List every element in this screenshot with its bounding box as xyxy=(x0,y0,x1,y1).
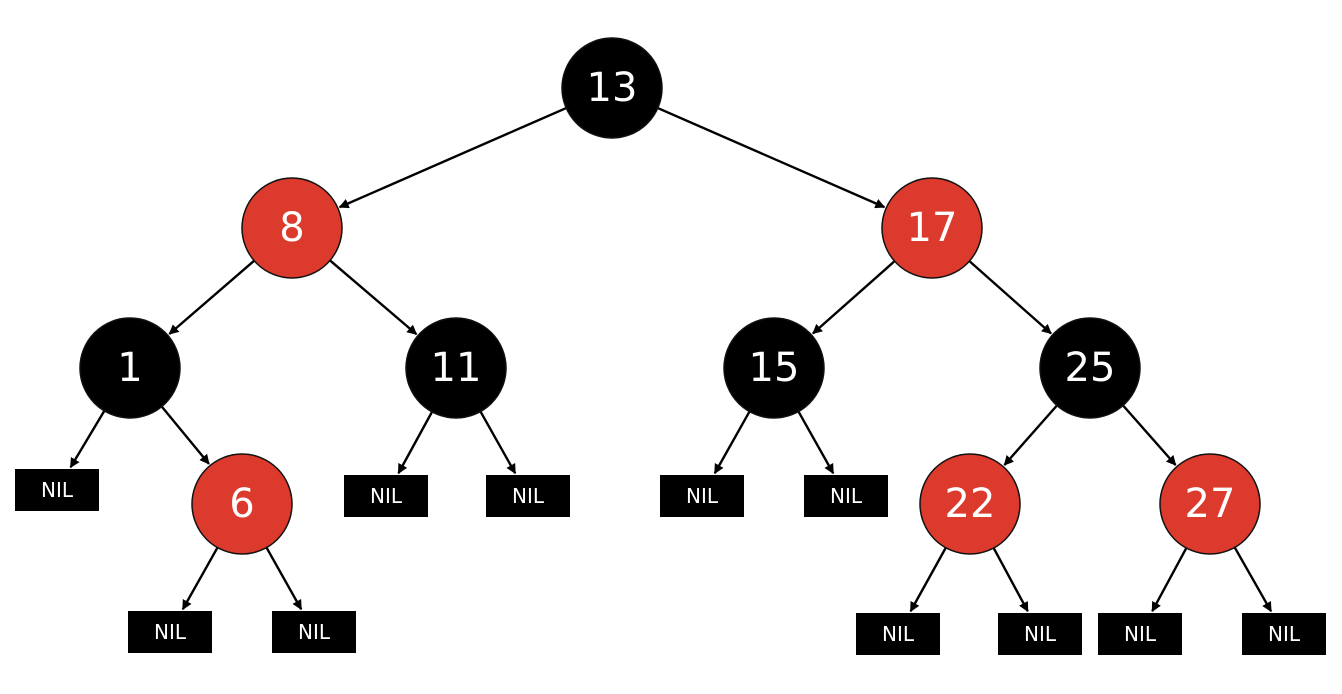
edge-n25-to-n27 xyxy=(1122,404,1177,466)
nil-box xyxy=(856,613,940,655)
tree-node-15-black: 15 xyxy=(723,317,825,419)
node-circle-red xyxy=(881,177,983,279)
nil-box xyxy=(1098,613,1182,655)
node-label: 15 xyxy=(749,345,800,391)
nil-label: NIL xyxy=(298,620,331,644)
edge-n25-to-n22 xyxy=(1003,404,1058,466)
node-circle-black xyxy=(561,37,663,139)
nil-box xyxy=(804,475,888,517)
edge-n1-to-nil-1-left xyxy=(69,410,106,469)
node-circle-black xyxy=(79,317,181,419)
node-circle-red xyxy=(241,177,343,279)
edge-n13-to-n17 xyxy=(657,106,886,209)
nil-box xyxy=(272,611,356,653)
nil-leaf: NIL xyxy=(856,613,940,655)
edge-n17-to-n25 xyxy=(968,260,1052,335)
nil-label: NIL xyxy=(370,484,403,508)
edge-n22-to-nil-22-left xyxy=(909,547,947,613)
nil-label: NIL xyxy=(1124,622,1157,646)
nil-leaf: NIL xyxy=(1242,613,1326,655)
node-circle-red xyxy=(1159,453,1261,555)
node-circle-black xyxy=(723,317,825,419)
tree-node-17-red: 17 xyxy=(881,177,983,279)
nil-box xyxy=(998,613,1082,655)
node-label: 25 xyxy=(1065,345,1116,391)
node-label: 13 xyxy=(587,65,638,111)
nil-label: NIL xyxy=(1268,622,1301,646)
nil-leaf: NIL xyxy=(344,475,428,517)
edge-n8-to-n1 xyxy=(168,259,255,335)
nil-leaf: NIL xyxy=(804,475,888,517)
tree-node-25-black: 25 xyxy=(1039,317,1141,419)
edge-n13-to-n8 xyxy=(338,106,567,209)
edge-n15-to-nil-15-left xyxy=(713,410,751,475)
nil-leaf: NIL xyxy=(486,475,570,517)
nil-leaf: NIL xyxy=(660,475,744,517)
edge-n6-to-nil-6-right xyxy=(265,546,303,611)
node-circle-black xyxy=(405,317,507,419)
tree-node-11-black: 11 xyxy=(405,317,507,419)
nil-label: NIL xyxy=(41,478,74,502)
nil-label: NIL xyxy=(830,484,863,508)
edge-n27-to-nil-27-left xyxy=(1151,547,1188,613)
edge-n15-to-nil-15-right xyxy=(797,410,835,475)
nil-label: NIL xyxy=(882,622,915,646)
nil-box xyxy=(15,469,99,511)
nil-box xyxy=(344,475,428,517)
node-circle-red xyxy=(919,453,1021,555)
node-label: 17 xyxy=(907,205,958,251)
edge-n1-to-n6 xyxy=(160,405,210,465)
tree-node-27-red: 27 xyxy=(1159,453,1261,555)
tree-node-1-black: 1 xyxy=(79,317,181,419)
node-circle-red xyxy=(191,453,293,555)
nil-leaf: NIL xyxy=(15,469,99,511)
tree-node-13-black: 13 xyxy=(561,37,663,139)
node-label: 8 xyxy=(279,205,304,251)
nil-label: NIL xyxy=(1024,622,1057,646)
nil-box xyxy=(1242,613,1326,655)
nil-leaf: NIL xyxy=(998,613,1082,655)
node-label: 11 xyxy=(431,345,482,391)
tree-node-22-red: 22 xyxy=(919,453,1021,555)
nil-leaf: NIL xyxy=(128,611,212,653)
edge-n6-to-nil-6-left xyxy=(181,546,219,611)
edge-n17-to-n15 xyxy=(812,260,896,335)
node-label: 1 xyxy=(117,345,142,391)
nil-leaf: NIL xyxy=(1098,613,1182,655)
tree-node-8-red: 8 xyxy=(241,177,343,279)
nil-box xyxy=(660,475,744,517)
nil-box xyxy=(128,611,212,653)
nil-box xyxy=(486,475,570,517)
node-label: 6 xyxy=(229,481,254,527)
tree-node-6-red: 6 xyxy=(191,453,293,555)
nil-leaf: NIL xyxy=(272,611,356,653)
nil-label: NIL xyxy=(686,484,719,508)
edge-n11-to-nil-11-right xyxy=(479,410,517,475)
edge-n22-to-nil-22-right xyxy=(992,547,1029,613)
edge-n8-to-n11 xyxy=(329,259,418,336)
node-circle-black xyxy=(1039,317,1141,419)
nil-label: NIL xyxy=(512,484,545,508)
edge-n11-to-nil-11-left xyxy=(397,411,434,475)
edge-n27-to-nil-27-right xyxy=(1233,546,1273,613)
nil-label: NIL xyxy=(154,620,187,644)
edges-layer xyxy=(69,106,1273,613)
node-label: 22 xyxy=(945,481,996,527)
node-label: 27 xyxy=(1185,481,1236,527)
